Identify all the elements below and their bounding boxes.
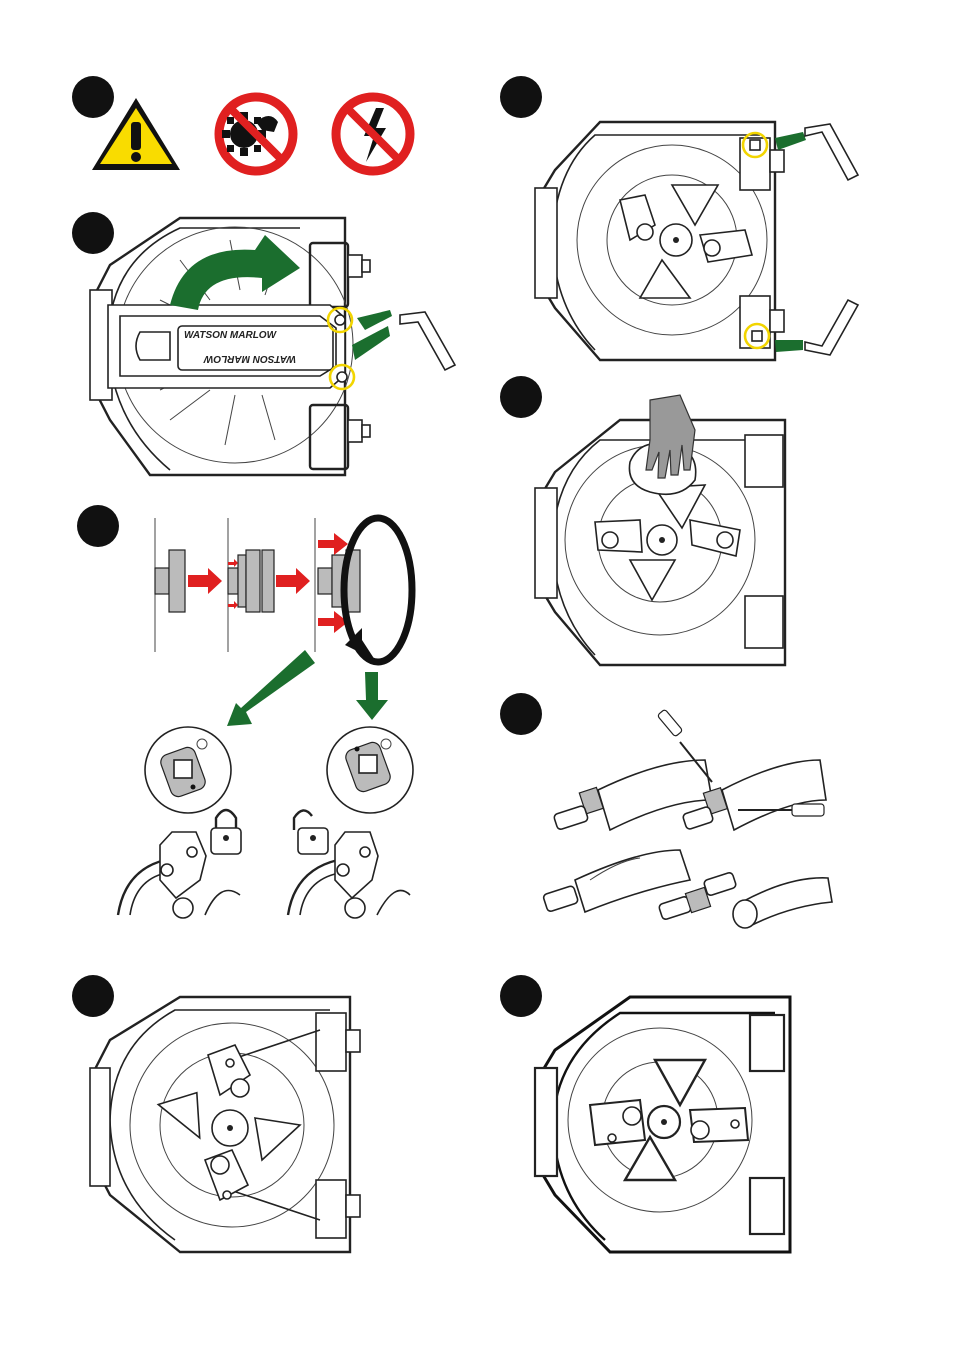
step-2-badge (72, 212, 114, 254)
step-4-badge (72, 975, 114, 1017)
step-5-badge (500, 76, 542, 118)
locked-padlock-icon (210, 808, 242, 855)
step-6-badge (500, 376, 542, 418)
no-electricity-icon (331, 92, 415, 176)
svg-text:WATSON MARLOW: WATSON MARLOW (184, 330, 278, 341)
brand-labels: WATSON MARLOW WATSON MARLOW (184, 330, 296, 364)
warning-triangle-icon (92, 98, 180, 170)
step-8-badge (500, 975, 542, 1017)
unlocked-padlock-icon (292, 809, 329, 855)
no-rotating-parts-icon (214, 92, 298, 176)
step-3-badge (77, 505, 119, 547)
svg-text:WATSON MARLOW: WATSON MARLOW (202, 353, 296, 364)
glove-icon (645, 394, 696, 479)
screwdriver-icon (657, 709, 713, 783)
step-7-badge (500, 693, 542, 735)
step-1-badge (72, 76, 114, 118)
screwdriver-icon-2 (738, 803, 825, 817)
